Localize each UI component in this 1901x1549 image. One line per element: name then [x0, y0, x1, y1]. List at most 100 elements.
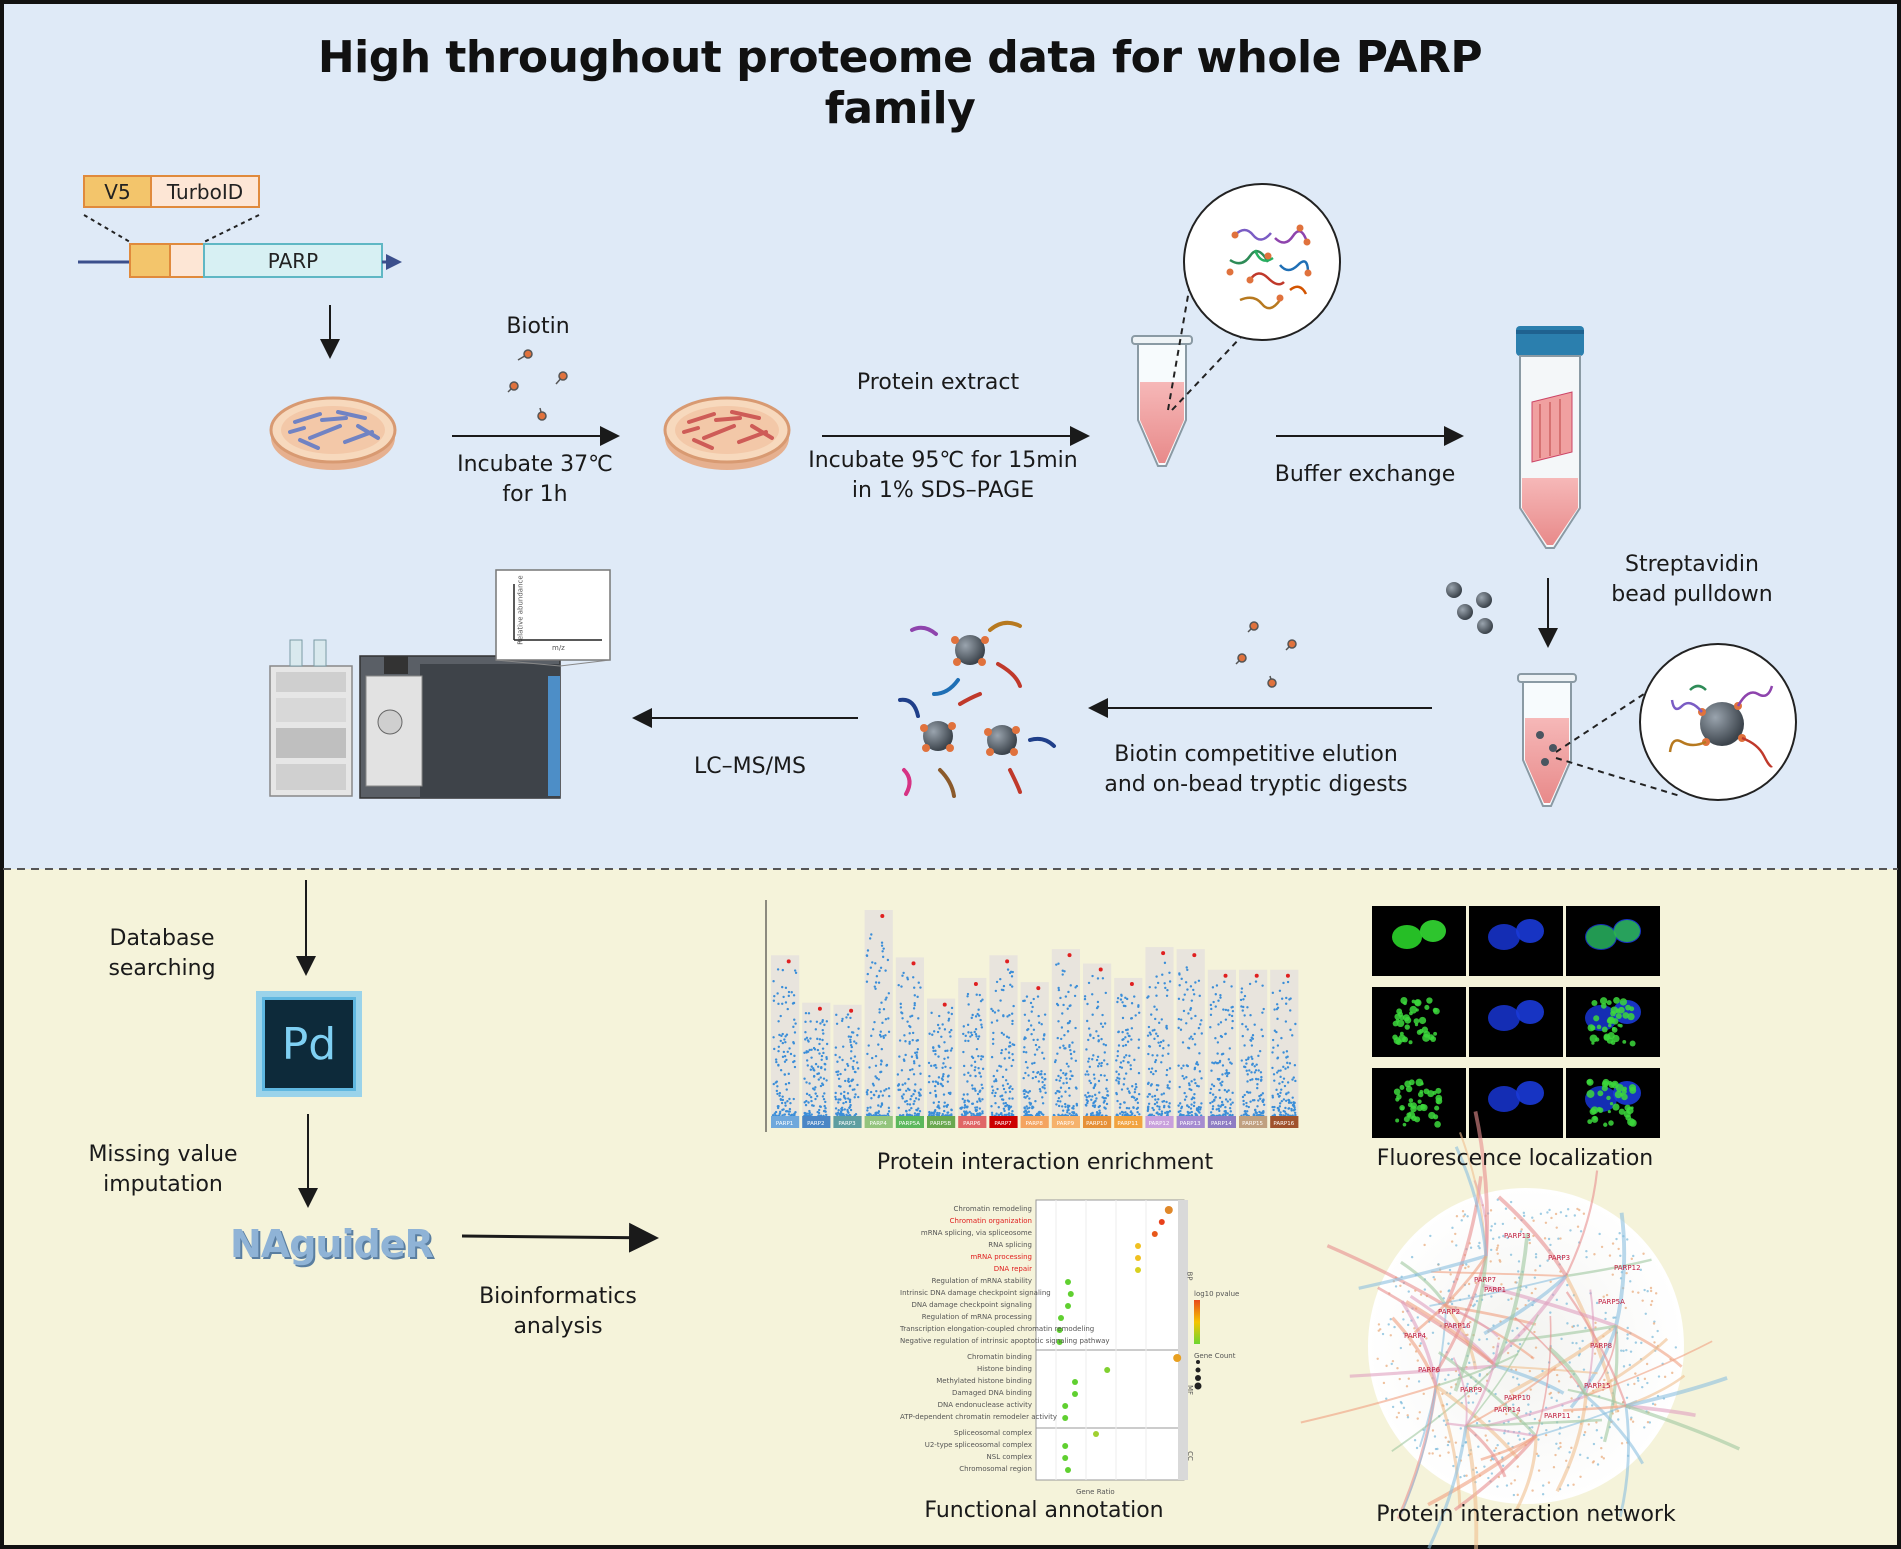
- enrichment-point: [1096, 1111, 1098, 1113]
- enrichment-point: [782, 1042, 784, 1044]
- network-node: [1417, 1359, 1419, 1361]
- enrichment-point: [1227, 1100, 1229, 1102]
- naguider-logo: NAguideR: [230, 1222, 433, 1266]
- enrichment-parp-label: PARP2: [807, 1121, 824, 1127]
- enrichment-point: [979, 1100, 981, 1102]
- culture-dish-red: [665, 398, 789, 470]
- network-node: [1459, 1476, 1461, 1478]
- enrichment-point: [1027, 1074, 1029, 1076]
- network-node: [1635, 1341, 1637, 1343]
- enrichment-point: [1153, 1038, 1155, 1040]
- enrichment-point: [1218, 1110, 1220, 1112]
- enrichment-point: [1243, 1114, 1245, 1116]
- enrichment-point: [793, 1112, 795, 1114]
- network-node: [1464, 1213, 1466, 1215]
- enrichment-point: [1063, 1034, 1065, 1036]
- functional-dot: [1058, 1315, 1064, 1321]
- network-node: [1593, 1443, 1595, 1445]
- enrichment-point: [992, 1010, 994, 1012]
- enrichment-point: [822, 1084, 824, 1086]
- network-node: [1378, 1323, 1380, 1325]
- enrichment-point: [1272, 992, 1274, 994]
- enrichment-point: [1124, 997, 1126, 999]
- enrichment-point: [928, 1062, 930, 1064]
- functional-term-label: Intrinsic DNA damage checkpoint signalin…: [900, 1289, 1032, 1297]
- enrichment-point: [1002, 1099, 1004, 1101]
- enrichment-point: [1004, 1091, 1006, 1093]
- enrichment-point: [1279, 1114, 1281, 1116]
- network-node: [1450, 1386, 1452, 1388]
- enrichment-point: [1155, 975, 1157, 977]
- network-node: [1406, 1385, 1408, 1387]
- enrichment-point: [1118, 1082, 1120, 1084]
- enrichment-point: [1001, 1049, 1003, 1051]
- enrichment-point: [913, 1007, 915, 1009]
- enrichment-point: [1256, 1105, 1258, 1107]
- enrichment-point: [1068, 1046, 1070, 1048]
- enrichment-point: [1025, 1051, 1027, 1053]
- network-node: [1617, 1418, 1619, 1420]
- enrichment-point: [967, 993, 969, 995]
- enrichment-point: [1294, 1112, 1296, 1114]
- enrichment-point: [839, 1056, 841, 1058]
- enrichment-point: [934, 1085, 936, 1087]
- network-node: [1549, 1311, 1551, 1313]
- enrichment-point: [866, 1093, 868, 1095]
- network-node: [1436, 1448, 1438, 1450]
- enrichment-point: [1194, 1043, 1196, 1045]
- enrichment-point: [1228, 1058, 1230, 1060]
- network-node: [1548, 1238, 1550, 1240]
- enrichment-point: [1247, 1091, 1249, 1093]
- enrichment-point: [821, 1055, 823, 1057]
- enrichment-point: [1026, 1029, 1028, 1031]
- enrichment-point: [808, 1094, 810, 1096]
- enrichment-point: [1230, 985, 1232, 987]
- enrichment-point: [1066, 1082, 1068, 1084]
- network-node: [1490, 1249, 1492, 1251]
- enrichment-point: [1230, 1062, 1232, 1064]
- enrichment-point: [1119, 1066, 1121, 1068]
- network-node: [1626, 1397, 1628, 1399]
- network-node: [1579, 1476, 1581, 1478]
- enrichment-point: [885, 1064, 887, 1066]
- enrichment-point: [848, 1081, 850, 1083]
- enrichment-point: [963, 1074, 965, 1076]
- enrichment-point: [1225, 1018, 1227, 1020]
- enrichment-point: [974, 1066, 976, 1068]
- enrichment-point: [1243, 1094, 1245, 1096]
- functional-term-label: NSL complex: [900, 1453, 1032, 1461]
- enrichment-point: [781, 1003, 783, 1005]
- enrichment-point: [782, 1056, 784, 1058]
- enrichment-parp-label: PARP10: [1086, 1121, 1107, 1127]
- enrichment-point: [1277, 1107, 1279, 1109]
- enrichment-point: [781, 1102, 783, 1104]
- enrichment-point: [852, 1060, 854, 1062]
- enrichment-point: [848, 1035, 850, 1037]
- streptavidin-line2: bead pulldown: [1594, 580, 1790, 610]
- enrichment-point: [869, 937, 871, 939]
- enrichment-point: [778, 1094, 780, 1096]
- enrichment-point: [810, 1096, 812, 1098]
- enrichment-point: [880, 1035, 882, 1037]
- enrichment-point: [1151, 1083, 1153, 1085]
- enrichment-point: [1097, 977, 1099, 979]
- enrichment-point: [881, 950, 883, 952]
- enrichment-point: [1221, 1073, 1223, 1075]
- enrichment-point: [1094, 1094, 1096, 1096]
- enrichment-point: [1168, 1102, 1170, 1104]
- enrichment-point: [898, 1083, 900, 1085]
- network-node: [1558, 1380, 1560, 1382]
- enrichment-point: [785, 1083, 787, 1085]
- enrichment-point: [1062, 973, 1064, 975]
- enrichment-point: [790, 1053, 792, 1055]
- lc-ms-instrument: [270, 640, 560, 798]
- enrichment-point: [1255, 1111, 1257, 1113]
- enrichment-top-hit: [1005, 959, 1009, 963]
- enrichment-point: [1260, 1071, 1262, 1073]
- enrichment-point: [1010, 1113, 1012, 1115]
- network-parp-label: PARP14: [1494, 1406, 1521, 1414]
- enrichment-point: [1242, 1096, 1244, 1098]
- enrichment-point: [1291, 1034, 1293, 1036]
- enrichment-point: [854, 1071, 856, 1073]
- functional-term-label: mRNA processing: [900, 1253, 1032, 1261]
